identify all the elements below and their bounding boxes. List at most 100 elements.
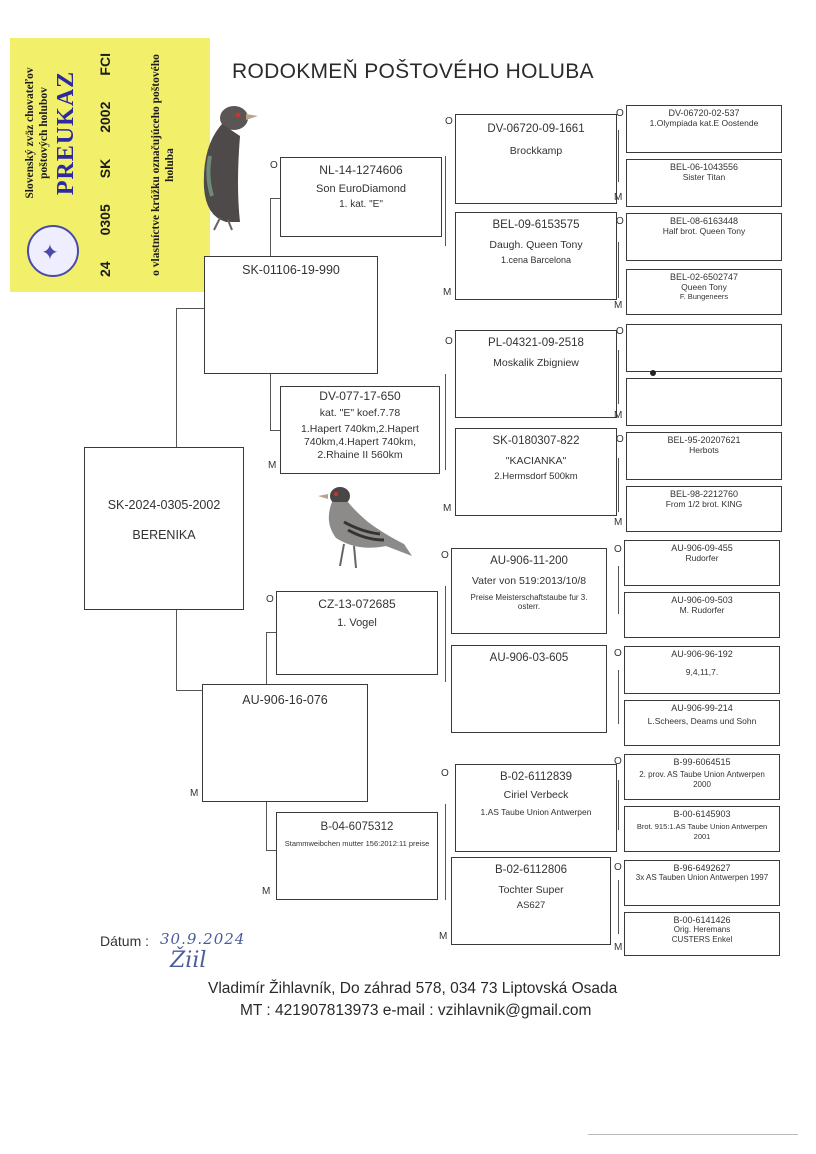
- ancestor-line: CUSTERS Enkel: [671, 935, 733, 944]
- grandparent-ring: B-04-6075312: [320, 821, 394, 833]
- grandparent-line: Stammweibchen mutter 156:2012:11 preise: [284, 839, 430, 848]
- ancestor-line: Herbots: [689, 445, 719, 455]
- ancestor-line: 2. prov. AS Taube Union Antwerpen: [639, 770, 765, 779]
- card-ring-row: 24 0305 SK 2002 FCI: [97, 53, 113, 277]
- female-marker: M: [614, 300, 623, 311]
- great-grandparent-box: PL-04321-09-2518 Moskalik Zbigniew: [455, 330, 617, 418]
- connector-line: [176, 690, 202, 692]
- ancestor-box: B-96-6492627 3x AS Tauben Union Antwerpe…: [624, 860, 780, 906]
- great-grandparent-ring: DV-06720-09-1661: [487, 123, 585, 135]
- great-grandparent-ring: SK-0180307-822: [492, 435, 580, 447]
- ancestor-line: 1.Olympiada kat.E Oostende: [649, 118, 759, 128]
- ancestor-box: AU-906-09-455 Rudorfer: [624, 540, 780, 586]
- pigeon-box: SK-2024-0305-2002 BERENIKA: [84, 447, 244, 610]
- great-grandparent-line: Tochter Super: [498, 884, 564, 896]
- male-marker: O: [614, 544, 622, 555]
- card-heading: PREUKAZ: [53, 70, 79, 196]
- ancestor-ring: AU-906-09-503: [671, 595, 733, 605]
- great-grandparent-line: Brockkamp: [509, 145, 563, 157]
- ancestor-box: BEL-06-1043556 Sister Titan: [626, 159, 782, 207]
- ancestor-box: B-99-6064515 2. prov. AS Taube Union Ant…: [624, 754, 780, 800]
- female-marker: M: [190, 788, 199, 799]
- date-value: 30.9.2024: [160, 930, 246, 948]
- female-marker: M: [443, 503, 452, 514]
- female-marker: M: [614, 517, 623, 528]
- connector-line: [445, 156, 447, 246]
- grandparent-line: Son EuroDiamond: [316, 183, 406, 195]
- ancestor-line: Sister Titan: [682, 172, 726, 182]
- grandparent-box: DV-077-17-650 kat. "E" koef.7.78 1.Haper…: [280, 386, 440, 474]
- great-grandparent-box: DV-06720-09-1661 Brockkamp: [455, 114, 617, 204]
- connector-line: [445, 804, 447, 900]
- card-ring-part: SK: [97, 158, 113, 179]
- union-logo-icon: ✦: [27, 225, 79, 277]
- ancestor-ring: AU-906-99-214: [671, 703, 733, 713]
- grandparent-line: 1.Hapert 740km,2.Hapert: [301, 423, 419, 435]
- connector-line: [618, 780, 620, 830]
- ancestor-box: [626, 378, 782, 426]
- great-grandparent-ring: AU-906-11-200: [490, 555, 568, 567]
- great-grandparent-line: Preise Meisterschaftstaube fur 3.: [470, 593, 588, 602]
- ancestor-box: DV-06720-02-537 1.Olympiada kat.E Oosten…: [626, 105, 782, 153]
- card-ring-part: 2002: [97, 101, 113, 133]
- connector-line: [270, 198, 280, 200]
- card-note: o vlastníctve krúžku označujúceho poštov…: [150, 54, 176, 276]
- male-marker: O: [616, 326, 624, 337]
- grandparent-line: 740km,4.Hapert 740km,: [303, 436, 417, 448]
- great-grandparent-box: AU-906-03-605: [451, 645, 607, 733]
- ancestor-box: [626, 324, 782, 372]
- grandparent-box: B-04-6075312 Stammweibchen mutter 156:20…: [276, 812, 438, 900]
- card-ring-part: FCI: [97, 53, 113, 76]
- great-grandparent-ring: B-02-6112806: [494, 864, 568, 876]
- ancestor-ring: B-00-6145903: [673, 809, 731, 819]
- ancestor-box: BEL-98-2212760 From 1/2 brot. KING: [626, 486, 782, 532]
- male-marker: O: [441, 550, 449, 561]
- ancestor-ring: B-96-6492627: [673, 863, 731, 873]
- owner-address: Vladimír Žihlavník, Do záhrad 578, 034 7…: [208, 980, 618, 997]
- great-grandparent-ring: BEL-09-6153575: [492, 219, 580, 231]
- ancestor-ring: AU-906-09-455: [671, 543, 733, 553]
- ancestor-ring: B-99-6064515: [673, 757, 731, 767]
- date-label: Dátum :: [100, 933, 150, 949]
- male-marker: O: [614, 648, 622, 659]
- ancestor-box: AU-906-99-214 L.Scheers, Deams und Sohn: [624, 700, 780, 746]
- ancestor-ring: BEL-02-6502747: [669, 272, 739, 282]
- ancestor-ring: BEL-06-1043556: [669, 162, 739, 172]
- ancestor-ring: B-00-6141426: [673, 915, 731, 925]
- grandparent-box: CZ-13-072685 1. Vogel: [276, 591, 438, 675]
- ink-dot: [650, 370, 656, 376]
- ancestor-line: 2001: [693, 832, 711, 841]
- connector-line: [618, 242, 620, 298]
- ancestor-line: F. Bungeneers: [679, 292, 729, 301]
- grandparent-line: kat. "E" koef.7.78: [319, 407, 401, 419]
- great-grandparent-ring: PL-04321-09-2518: [488, 337, 584, 349]
- ancestor-ring: DV-06720-02-537: [668, 108, 740, 118]
- grandparent-line: 2.Rhaine II 560km: [317, 449, 403, 461]
- parent-box-mother: AU-906-16-076: [202, 684, 368, 802]
- male-marker: O: [614, 862, 622, 873]
- female-marker: M: [439, 931, 448, 942]
- ancestor-box: BEL-95-20207621 Herbots: [626, 432, 782, 480]
- male-marker: O: [445, 116, 453, 127]
- great-grandparent-line: 2.Hermsdorf 500km: [494, 471, 578, 482]
- great-grandparent-box: B-02-6112806 Tochter Super AS627: [451, 857, 611, 945]
- great-grandparent-line: osterr.: [517, 602, 541, 611]
- owner-contact: MT : 421907813973 e-mail : vzihlavnik@gm…: [240, 1002, 592, 1019]
- great-grandparent-box: B-02-6112839 Ciriel Verbeck 1.AS Taube U…: [455, 764, 617, 852]
- ancestor-line: Rudorfer: [685, 553, 719, 563]
- card-ring-part: 24: [97, 261, 113, 277]
- male-marker: O: [616, 108, 624, 119]
- ancestor-line: 9,4,11,7.: [685, 667, 719, 677]
- ancestor-line: M. Rudorfer: [679, 605, 725, 615]
- connector-line: [618, 350, 620, 404]
- parent-ring: SK-01106-19-990: [242, 263, 340, 277]
- pigeon-head-icon: [203, 106, 258, 231]
- ancestor-box: AU-906-09-503 M. Rudorfer: [624, 592, 780, 638]
- ancestor-line: 2000: [693, 780, 711, 789]
- ancestor-line: Brot. 915:1.AS Taube Union Antwerpen: [636, 822, 768, 831]
- grandparent-ring: NL-14-1274606: [319, 163, 403, 177]
- great-grandparent-box: BEL-09-6153575 Daugh. Queen Tony 1.cena …: [455, 212, 617, 300]
- grandparent-ring: CZ-13-072685: [318, 597, 396, 611]
- great-grandparent-line: Vater von 519:2013/10/8: [471, 575, 587, 587]
- great-grandparent-ring: AU-906-03-605: [489, 652, 569, 664]
